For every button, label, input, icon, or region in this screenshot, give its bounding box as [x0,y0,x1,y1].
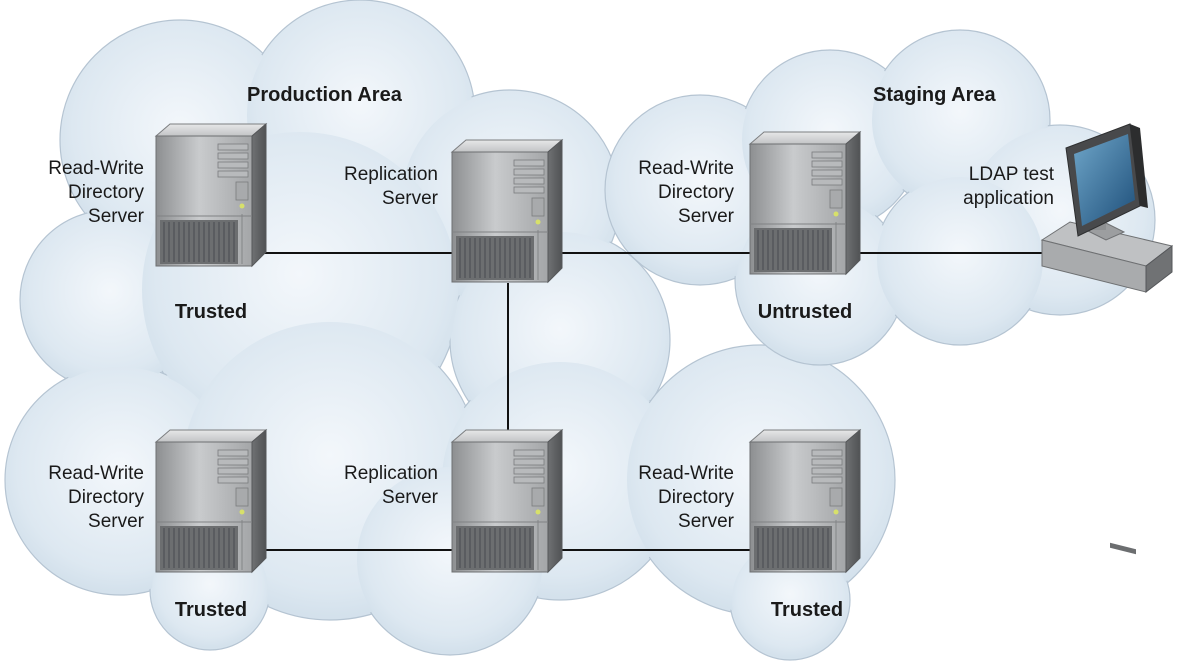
server-prod-rw-bottom-left [155,429,267,573]
prod-rw-bottom-left-label: Read-Write Directory Server [48,463,144,532]
prod-rw-top-label: Read-Write Directory Server [48,158,144,227]
production-area-title: Production Area [247,84,402,106]
prod-rw-bottom-left-trust: Trusted [174,599,248,621]
staging-rw-label: Read-Write Directory Server [638,158,734,227]
prod-rw-bottom-right-label: Read-Write Directory Server [638,463,734,532]
prod-repl-bottom-label: Replication Server [344,463,438,508]
ldap-app-label: LDAP test application [963,164,1054,209]
server-prod-repl-top [451,139,563,283]
server-staging-rw [749,131,861,275]
server-prod-repl-bottom [451,429,563,573]
staging-rw-trust: Untrusted [757,301,853,323]
ldap-workstation [1040,123,1174,555]
prod-rw-bottom-right-trust: Trusted [770,599,844,621]
server-prod-rw-bottom-right [749,429,861,573]
connectors [262,252,1045,551]
server-prod-rw-top [155,123,267,267]
prod-rw-top-trust: Trusted [174,301,248,323]
prod-repl-top-label: Replication Server [344,164,438,209]
staging-area-title: Staging Area [873,84,996,106]
